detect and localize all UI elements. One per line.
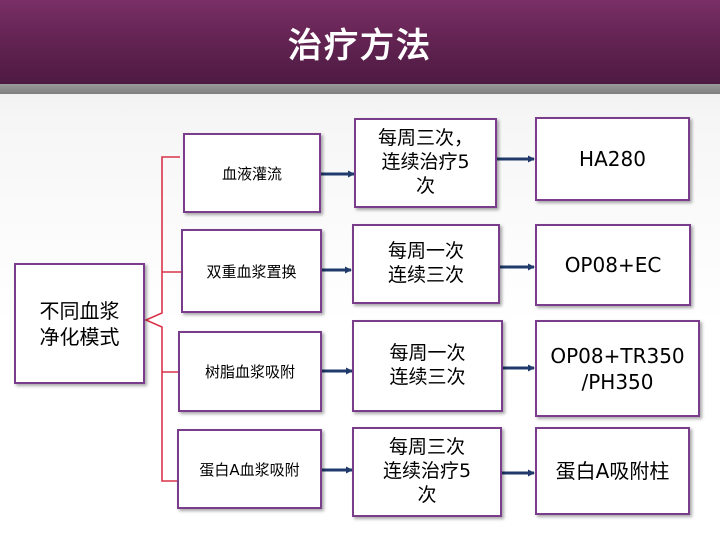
device-box-1: HA280	[535, 117, 690, 201]
method-box-3: 树脂血浆吸附	[178, 331, 322, 412]
frequency-box-3: 每周一次 连续三次	[352, 320, 503, 412]
frequency-box-1: 每周三次， 连续治疗5 次	[354, 118, 497, 208]
method-label: 蛋白A血浆吸附	[199, 460, 300, 479]
method-box-1: 血液灌流	[183, 133, 321, 213]
method-box-4: 蛋白A血浆吸附	[177, 429, 322, 509]
frequency-label: 每周三次， 连续治疗5 次	[377, 127, 473, 197]
device-label: OP08+TR350 /PH350	[550, 343, 685, 394]
method-box-2: 双重血浆置换	[181, 229, 322, 313]
frequency-label: 每周一次 连续三次	[387, 240, 464, 286]
frequency-box-4: 每周三次 连续治疗5 次	[352, 427, 502, 517]
root-box: 不同血浆 净化模式	[14, 263, 145, 384]
root-label: 不同血浆 净化模式	[39, 298, 120, 349]
device-label: OP08+EC	[564, 253, 662, 277]
device-box-4: 蛋白A吸附柱	[535, 427, 690, 515]
method-label: 血液灌流	[221, 164, 282, 183]
slide-title: 治疗方法	[288, 25, 432, 66]
title-divider	[0, 84, 720, 94]
frequency-label: 每周三次 连续治疗5 次	[382, 436, 472, 506]
device-box-2: OP08+EC	[535, 224, 691, 306]
frequency-label: 每周一次 连续三次	[389, 342, 466, 388]
bracket-connector	[144, 156, 181, 482]
method-label: 双重血浆置换	[206, 262, 297, 281]
method-label: 树脂血浆吸附	[204, 363, 295, 381]
device-box-3: OP08+TR350 /PH350	[535, 320, 700, 417]
frequency-box-2: 每周一次 连续三次	[352, 224, 500, 304]
title-bar: 治疗方法	[0, 0, 720, 84]
device-label: HA280	[579, 147, 646, 171]
device-label: 蛋白A吸附柱	[555, 459, 670, 483]
